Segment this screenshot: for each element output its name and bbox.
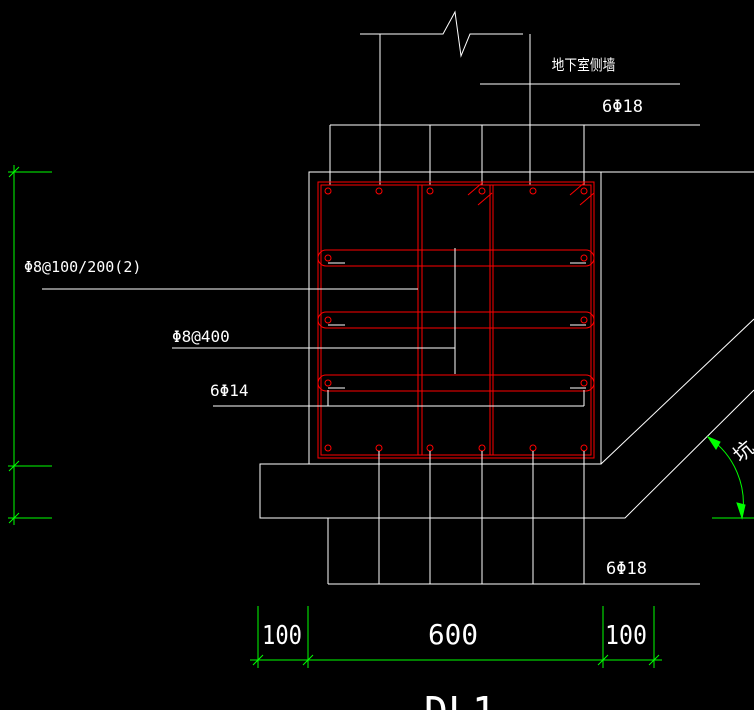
bottom-bar-leader [327, 451, 700, 585]
rebar-side-2r [580, 316, 588, 324]
dim-right: 100 [605, 621, 647, 651]
rebar-side-3l [324, 379, 332, 387]
rebar-top-3 [426, 187, 434, 195]
drawing-title: DL1 [424, 688, 496, 710]
rebar-bot-6 [580, 444, 588, 452]
rebar-bars [324, 187, 588, 452]
rebar-top-4 [478, 187, 486, 195]
top-bar-label: 6Φ18 [602, 97, 643, 117]
top-bar-leader [329, 124, 700, 185]
rebar-top-6 [580, 187, 588, 195]
rebar-side-1l [324, 254, 332, 262]
side-bar-label: 6Φ14 [210, 381, 249, 400]
stirrup-label: Φ8@100/200(2) [24, 258, 141, 276]
dim-left: 100 [262, 621, 302, 651]
rebar-bot-4 [478, 444, 486, 452]
rebar-side-1r [580, 254, 588, 262]
rebar-top-5 [529, 187, 537, 195]
rebar-bot-2 [375, 444, 383, 452]
rebar-top-2 [375, 187, 383, 195]
rebar-side-2l [324, 316, 332, 324]
bottom-dimension [250, 606, 662, 668]
rebar-side-3r [580, 379, 588, 387]
basement-wall [360, 10, 531, 185]
tie-label: Φ8@400 [172, 327, 230, 346]
rebar-bot-1 [324, 444, 332, 452]
left-dimension [8, 165, 52, 525]
dim-middle: 600 [428, 618, 478, 651]
rebar-bot-5 [529, 444, 537, 452]
rebar-bot-3 [426, 444, 434, 452]
concrete-outline [259, 171, 754, 519]
bottom-bar-label: 6Φ18 [606, 559, 647, 579]
rebar-top-1 [324, 187, 332, 195]
inner-leaders [42, 248, 586, 407]
angle-dimension [706, 435, 754, 520]
rebar-cage [317, 181, 595, 459]
wall-label: 地下室侧墙 [552, 56, 616, 74]
